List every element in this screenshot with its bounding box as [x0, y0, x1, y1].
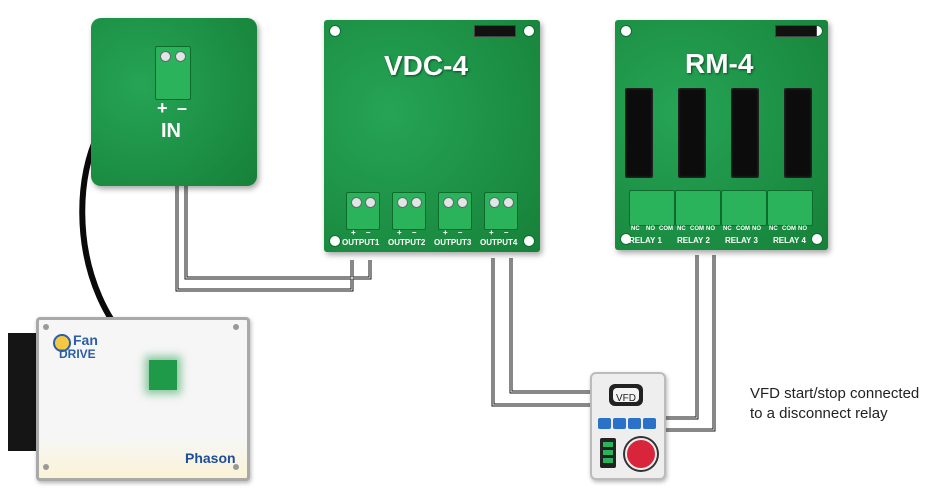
fandrive-unit: Fan DRIVE Phason — [36, 317, 250, 481]
vfd-display-inner: VFD — [613, 388, 639, 404]
vfd-button — [613, 418, 626, 429]
relay3-terminal — [721, 190, 767, 226]
vfd-note: VFD start/stop connected to a disconnect… — [750, 384, 919, 424]
relay-3 — [731, 88, 759, 178]
screw — [457, 197, 468, 208]
pin-label: NC — [677, 226, 686, 232]
vfd-indicator-panel — [600, 438, 616, 468]
pin-label: NC — [631, 226, 640, 232]
in-board: + – IN — [91, 18, 257, 186]
screw — [43, 464, 49, 470]
screw — [351, 197, 362, 208]
screw — [43, 324, 49, 330]
screw — [503, 197, 514, 208]
relay-2 — [678, 88, 706, 178]
in-plus-label: + — [157, 98, 168, 118]
rm4-board: RM-4 NC NO COM NC COM NO NC COM NO NC CO… — [615, 20, 828, 250]
vfd-display: VFD — [609, 384, 643, 406]
mount-hole — [620, 233, 632, 245]
pin-header — [474, 25, 516, 37]
relay4-label: RELAY 4 — [773, 236, 806, 245]
vdc4-title: VDC-4 — [384, 50, 469, 81]
rm4-title: RM-4 — [685, 48, 754, 79]
pin-label: NO — [752, 226, 761, 232]
pin-label: NC — [769, 226, 778, 232]
pin-label: COM — [690, 226, 704, 232]
screw — [175, 51, 186, 62]
screw — [411, 197, 422, 208]
pin-minus: – — [412, 228, 417, 237]
vfd-note-line2: to a disconnect relay — [750, 405, 888, 422]
vfd-note-line1: VFD start/stop connected — [750, 385, 920, 402]
in-minus-label: – — [177, 98, 188, 118]
pin-minus: – — [366, 228, 371, 237]
screw — [397, 197, 408, 208]
pin-label: COM — [782, 226, 796, 232]
pin-label: NO — [706, 226, 715, 232]
relay1-terminal — [629, 190, 675, 226]
pin-plus: + — [397, 228, 402, 237]
phason-brand: Phason — [185, 450, 236, 466]
vfd-label: VFD — [616, 393, 636, 404]
in-label: IN — [161, 120, 181, 142]
pin-plus: + — [489, 228, 494, 237]
in-board-highlight — [149, 360, 177, 390]
screw — [443, 197, 454, 208]
mount-hole — [523, 235, 535, 247]
relay-4 — [784, 88, 812, 178]
vdc4-board: VDC-4 + – + – + – + – OUTPUT1 OUTPUT2 OU… — [324, 20, 540, 252]
relay-1 — [625, 88, 653, 178]
vfd-button — [643, 418, 656, 429]
pin-header — [775, 25, 817, 37]
indicator-led — [603, 458, 613, 463]
mount-hole — [811, 233, 823, 245]
screw — [160, 51, 171, 62]
mount-hole — [329, 25, 341, 37]
pin-label: COM — [736, 226, 750, 232]
vfd-button — [628, 418, 641, 429]
pin-plus: + — [443, 228, 448, 237]
fandrive-logo-top: Fan — [73, 332, 98, 348]
output2-label: OUTPUT2 — [388, 238, 426, 247]
screw — [489, 197, 500, 208]
screw — [233, 464, 239, 470]
screw — [365, 197, 376, 208]
output1-terminal — [346, 192, 380, 230]
vfd-panel: VFD — [590, 372, 666, 480]
indicator-led — [603, 442, 613, 447]
mount-hole — [329, 235, 341, 247]
pin-label: NC — [723, 226, 732, 232]
relay4-terminal — [767, 190, 813, 226]
relay2-label: RELAY 2 — [677, 236, 710, 245]
output2-terminal — [392, 192, 426, 230]
fandrive-logo-bottom: DRIVE — [59, 347, 96, 361]
output3-terminal — [438, 192, 472, 230]
screw — [233, 324, 239, 330]
pin-minus: – — [458, 228, 463, 237]
output1-label: OUTPUT1 — [342, 238, 380, 247]
pin-plus: + — [351, 228, 356, 237]
mount-hole — [523, 25, 535, 37]
relay1-label: RELAY 1 — [629, 236, 662, 245]
pin-label: NO — [798, 226, 807, 232]
vfd-stop-button — [625, 438, 657, 470]
in-terminal-block — [155, 46, 191, 100]
relay2-terminal — [675, 190, 721, 226]
mount-hole — [620, 25, 632, 37]
pin-label: COM — [659, 226, 673, 232]
indicator-led — [603, 450, 613, 455]
pin-minus: – — [504, 228, 509, 237]
vfd-button — [598, 418, 611, 429]
output4-terminal — [484, 192, 518, 230]
relay3-label: RELAY 3 — [725, 236, 758, 245]
output3-label: OUTPUT3 — [434, 238, 472, 247]
output4-label: OUTPUT4 — [480, 238, 518, 247]
pin-label: NO — [646, 226, 655, 232]
fan-logo-icon — [53, 334, 71, 352]
